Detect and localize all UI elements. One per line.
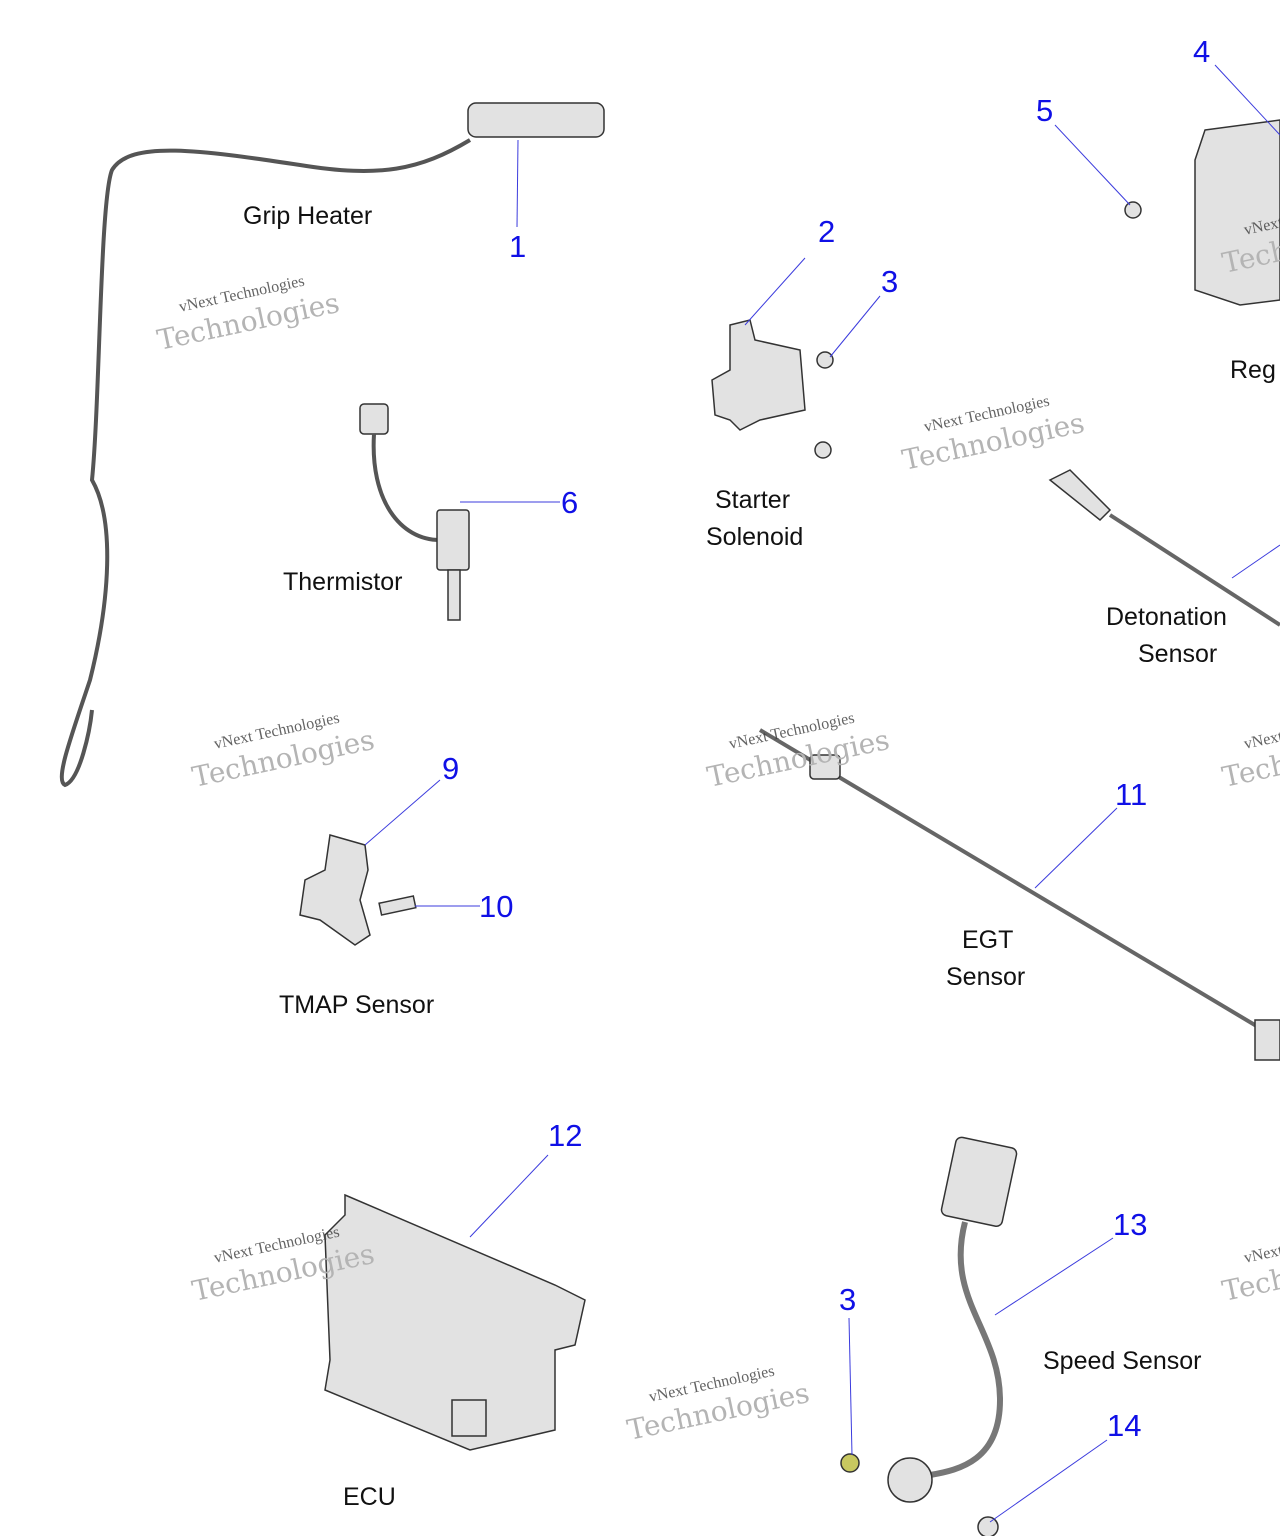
grip-heater-pad <box>467 102 605 138</box>
ecu <box>324 1193 586 1451</box>
label-regulator: Reg <box>1230 356 1276 384</box>
label-detonation: Detonation <box>1106 603 1227 631</box>
callout-13: 13 <box>1113 1207 1148 1242</box>
callout-9: 9 <box>442 751 460 786</box>
callout-3-speed: 3 <box>839 1282 857 1317</box>
egt-sensor-cable <box>758 728 1280 1042</box>
regulator <box>1194 119 1280 306</box>
label-starter: Starter <box>715 486 791 514</box>
callout-5: 5 <box>1036 93 1054 128</box>
callout-14: 14 <box>1107 1408 1142 1443</box>
label-solenoid: Solenoid <box>706 523 804 551</box>
callout-2: 2 <box>818 214 836 249</box>
label-ecu: ECU <box>343 1483 396 1511</box>
thermistor-body <box>436 509 470 571</box>
label-detonation-sensor: Sensor <box>1138 640 1218 668</box>
label-egt: EGT <box>962 926 1014 954</box>
callout-10: 10 <box>479 889 514 924</box>
label-tmap-sensor: TMAP Sensor <box>279 991 435 1019</box>
callout-12: 12 <box>548 1118 583 1153</box>
label-grip-heater: Grip Heater <box>243 202 373 230</box>
tmap-sensor <box>299 834 371 946</box>
starter-solenoid <box>711 319 806 431</box>
label-speed-sensor: Speed Sensor <box>1043 1347 1202 1375</box>
callout-11: 11 <box>1115 777 1148 812</box>
callout-4: 4 <box>1193 34 1211 69</box>
leader-lines <box>364 64 1280 1523</box>
grip-heater-wire <box>59 138 472 788</box>
speed-sensor-connector <box>940 1136 1018 1227</box>
thermistor-connector <box>359 403 389 435</box>
label-thermistor: Thermistor <box>283 568 403 596</box>
callout-6: 6 <box>561 485 579 520</box>
label-egt-sensor: Sensor <box>946 963 1026 991</box>
callout-1: 1 <box>509 229 527 264</box>
detonation-sensor <box>1048 469 1112 522</box>
callout-3: 3 <box>881 264 899 299</box>
